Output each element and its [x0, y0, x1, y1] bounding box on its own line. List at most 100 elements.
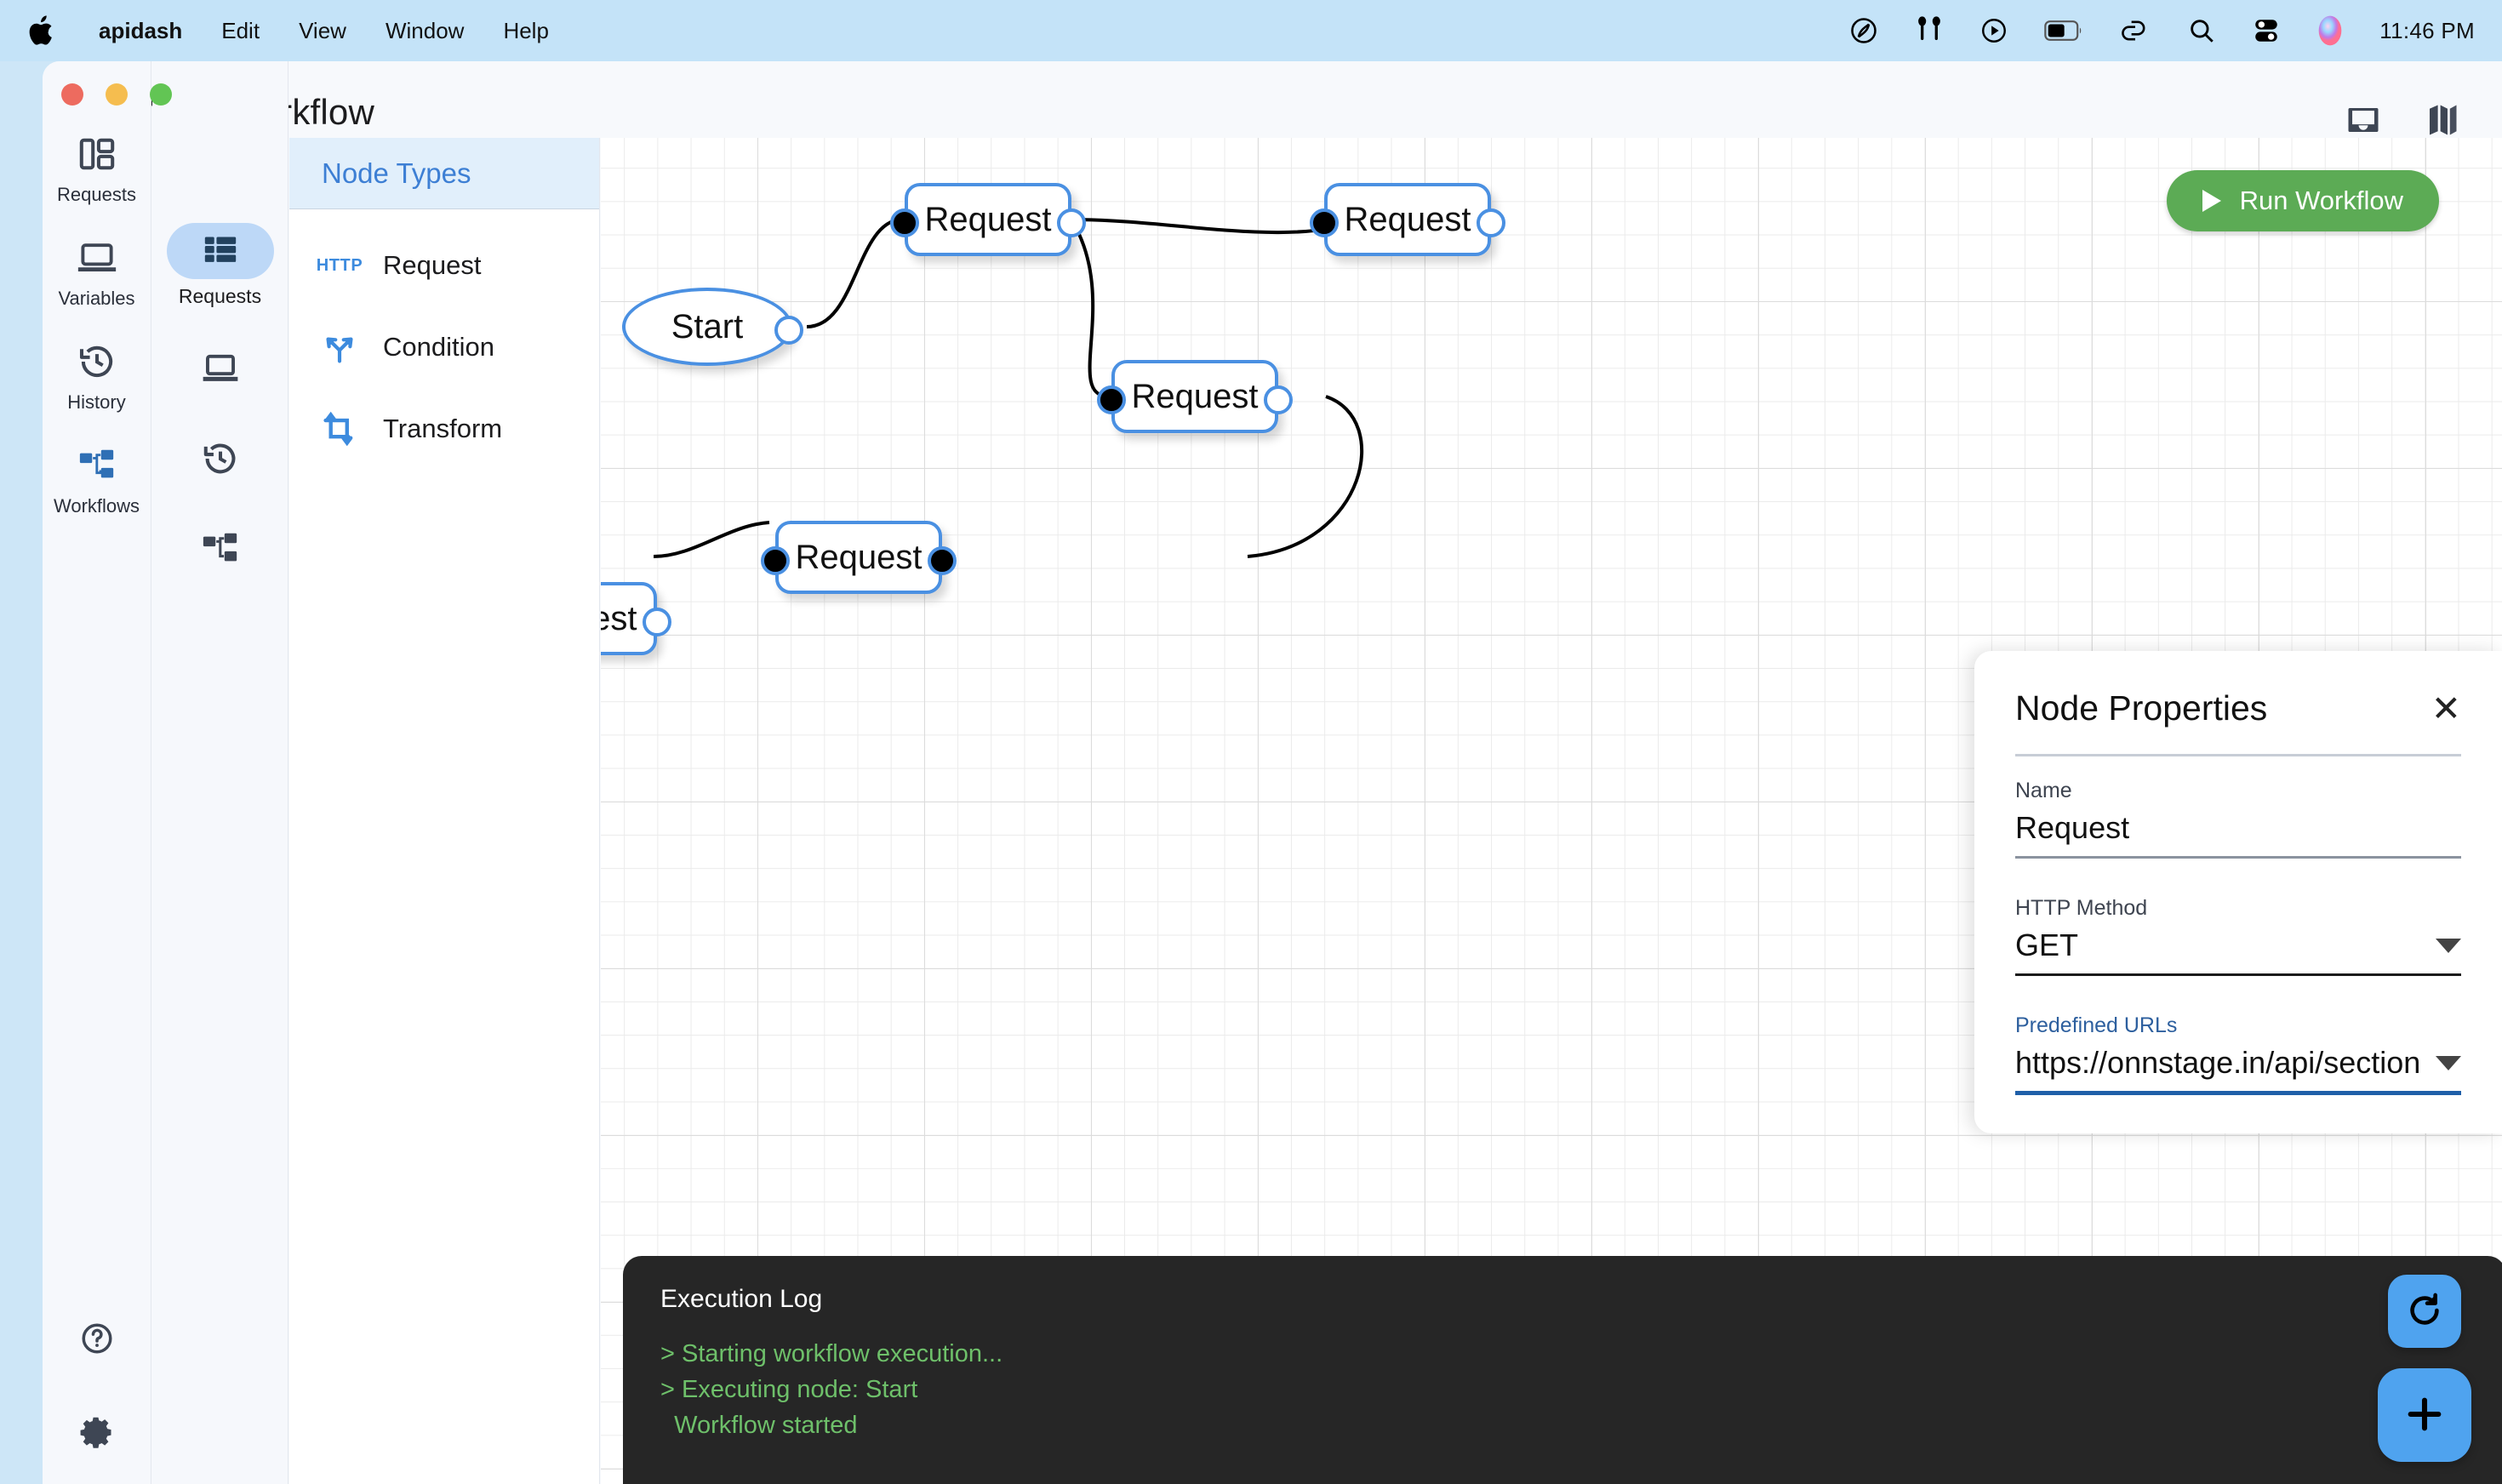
menu-help[interactable]: Help: [503, 17, 549, 43]
history-clock-icon: [77, 339, 117, 385]
node-type-transform[interactable]: Transform: [289, 388, 599, 470]
node-properties-title: Node Properties: [2015, 688, 2268, 728]
node-port-request-2-in[interactable]: [1310, 208, 1339, 237]
execution-log-title: Execution Log: [660, 1285, 823, 1313]
node-label-request-5: Request: [601, 599, 637, 637]
node-type-request[interactable]: HTTP Request: [289, 225, 599, 306]
node-port-start-out[interactable]: [774, 316, 803, 345]
history-clock-icon: [202, 440, 239, 482]
field-name: Name Request: [2015, 779, 2461, 859]
gear-icon[interactable]: [78, 1413, 116, 1455]
field-underline: [2015, 973, 2461, 976]
close-button[interactable]: [61, 83, 83, 106]
battery-icon[interactable]: [2044, 19, 2083, 43]
node-label-request-2: Request: [1344, 200, 1471, 238]
crop-transform-icon: [320, 411, 359, 447]
node-port-request-1-in[interactable]: [890, 208, 919, 237]
creative-cloud-icon[interactable]: [1848, 15, 1879, 46]
add-node-fab-button[interactable]: [2378, 1368, 2471, 1462]
sidebar-label-history: History: [67, 391, 126, 413]
tool-rail-pill-variables[interactable]: [167, 342, 274, 398]
plus-icon: [2401, 1390, 2448, 1441]
laptop-icon: [77, 235, 117, 281]
node-type-label-transform: Transform: [383, 414, 503, 443]
minimize-button[interactable]: [106, 83, 128, 106]
node-types-panel: Node Types HTTP Request Condition: [289, 138, 600, 1484]
branch-split-icon: [320, 331, 359, 363]
predefined-urls-select[interactable]: https://onnstage.in/api/section: [2015, 1045, 2461, 1091]
app-sidebar: Requests Variables History: [43, 61, 151, 1484]
menu-apidash[interactable]: apidash: [99, 17, 183, 43]
node-port-request-1-out[interactable]: [1057, 208, 1086, 237]
refresh-fab-button[interactable]: [2388, 1275, 2461, 1348]
node-types-title: Node Types: [322, 157, 471, 189]
window-traffic-lights: [61, 83, 172, 106]
node-port-request-4-in[interactable]: [761, 546, 790, 575]
workflow-node-request-3[interactable]: Request: [1097, 360, 1293, 433]
field-http-method: HTTP Method GET: [2015, 896, 2461, 976]
window-title-actions: [2345, 102, 2458, 142]
play-icon: [2202, 190, 2221, 212]
panel-toggle-icon[interactable]: [2345, 102, 2381, 142]
apple-logo-icon[interactable]: [27, 14, 60, 48]
run-workflow-button[interactable]: Run Workflow: [2166, 170, 2439, 231]
tool-rail-item-variables[interactable]: [167, 342, 274, 398]
execution-log-line: > Executing node: Start: [660, 1376, 918, 1404]
run-workflow-label: Run Workflow: [2239, 186, 2403, 215]
workflow-node-request-4[interactable]: Request: [761, 521, 957, 594]
http-method-select[interactable]: GET: [2015, 928, 2461, 973]
dashboard-panels-icon: [77, 131, 117, 177]
sidebar-item-history[interactable]: History: [50, 339, 144, 414]
airpods-icon[interactable]: [1915, 15, 1944, 46]
divider: [2015, 754, 2461, 756]
http-label-icon: HTTP: [317, 256, 363, 276]
field-underline: [2015, 1091, 2461, 1095]
workflow-node-start[interactable]: Start: [622, 288, 803, 366]
field-value-name: Request: [2015, 810, 2130, 845]
field-label-http-method: HTTP Method: [2015, 896, 2148, 920]
execution-log-panel: Execution Log > Starting workflow execut…: [623, 1256, 2502, 1484]
refresh-icon: [2405, 1291, 2444, 1333]
node-port-request-3-out[interactable]: [1264, 385, 1293, 414]
maximize-button[interactable]: [150, 83, 172, 106]
node-types-header: Node Types: [289, 138, 599, 209]
chevron-down-icon[interactable]: [2436, 1055, 2461, 1070]
tool-rail-label-requests: Requests: [178, 285, 262, 307]
chevron-down-icon[interactable]: [2436, 938, 2461, 953]
search-icon[interactable]: [2187, 16, 2216, 45]
sidebar-item-workflows[interactable]: Workflows: [50, 442, 144, 517]
node-port-request-2-out[interactable]: [1477, 208, 1505, 237]
sidebar-item-variables[interactable]: Variables: [50, 235, 144, 310]
close-icon[interactable]: ✕: [2431, 688, 2461, 728]
tool-rail-item-workflows[interactable]: [167, 522, 274, 579]
siri-icon[interactable]: [2316, 14, 2344, 47]
workflow-node-request-5[interactable]: Request: [601, 582, 671, 655]
node-port-request-3-in[interactable]: [1097, 385, 1126, 414]
menu-edit[interactable]: Edit: [221, 17, 260, 43]
tool-rail-pill-history[interactable]: [167, 432, 274, 488]
help-circle-icon[interactable]: [79, 1321, 115, 1361]
workflow-node-request-1[interactable]: Request: [890, 183, 1086, 256]
node-port-request-4-out[interactable]: [928, 546, 957, 575]
tool-rail-pill-requests[interactable]: [166, 223, 274, 279]
node-port-request-5-out[interactable]: [643, 608, 671, 636]
tool-rail-item-requests[interactable]: Requests: [166, 223, 274, 308]
execution-log-line: > Starting workflow execution...: [660, 1340, 1003, 1367]
sidebar-item-requests[interactable]: Requests: [50, 131, 144, 206]
workflow-node-request-2[interactable]: Request: [1310, 183, 1505, 256]
menu-window[interactable]: Window: [385, 17, 465, 43]
play-circle-icon[interactable]: [1979, 16, 2008, 45]
list-rows-icon: [202, 232, 239, 271]
menu-view[interactable]: View: [299, 17, 346, 43]
node-label-request-1: Request: [924, 200, 1052, 238]
map-overview-icon[interactable]: [2425, 102, 2458, 142]
link-chain-icon[interactable]: [2119, 17, 2151, 44]
node-types-list: HTTP Request Condition: [289, 209, 599, 470]
sidebar-label-requests: Requests: [57, 184, 136, 205]
control-center-icon[interactable]: [2252, 16, 2281, 45]
tool-rail-item-history[interactable]: [167, 432, 274, 488]
node-type-condition[interactable]: Condition: [289, 306, 599, 388]
sidebar-label-variables: Variables: [58, 288, 135, 309]
tool-rail-pill-workflows[interactable]: [167, 522, 274, 579]
name-input[interactable]: Request: [2015, 810, 2461, 856]
